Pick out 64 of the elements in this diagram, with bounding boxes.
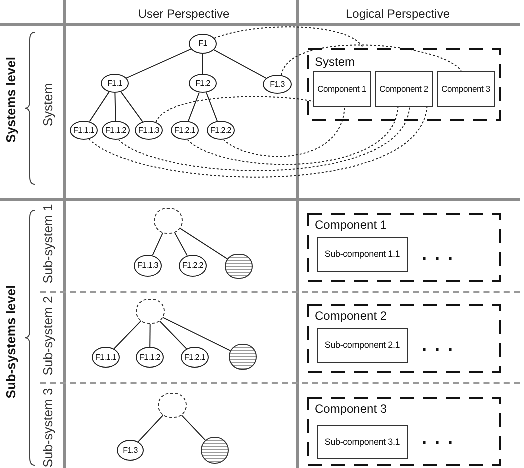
connector-line [138, 414, 164, 442]
connector-line [181, 414, 206, 442]
dotted-connector [281, 44, 462, 76]
function-ellipse: F1.2.1 [181, 347, 209, 368]
function-ellipse: F1.2.2 [207, 121, 235, 140]
dashed-frame [307, 304, 501, 373]
function-ellipse: F1.1.3 [134, 255, 162, 277]
connector-line [174, 232, 188, 256]
ellipsis: ... [422, 429, 462, 447]
column-header: User Perspective [138, 8, 230, 20]
function-ellipse: F1.1.3 [135, 121, 163, 140]
dotted-connector [223, 106, 346, 158]
function-ellipse: F1.2 [189, 74, 217, 93]
group-title: Component 2 [315, 310, 388, 322]
connector-line [152, 232, 164, 256]
connector-line [126, 48, 192, 79]
component-box: Component 3 [437, 71, 495, 107]
function-ellipse: F1.1.1 [70, 121, 98, 140]
function-ellipse: F1.1.1 [92, 347, 120, 368]
connector-line [162, 317, 232, 352]
component-box: Component 2 [375, 71, 433, 107]
connector-line [180, 228, 228, 260]
function-ellipse: F1.1 [101, 74, 129, 93]
row-group-label: Sub-systems level [4, 285, 18, 399]
dotted-connector [214, 26, 364, 48]
connector-line [114, 320, 142, 350]
connector-line [206, 92, 218, 122]
row-group-label: Systems level [4, 57, 18, 143]
group-title: System [315, 56, 356, 68]
function-ellipse: F1.2.1 [171, 121, 199, 140]
group-title: Component 1 [315, 219, 388, 231]
connector-line [159, 320, 188, 350]
connector-line [188, 92, 200, 122]
connector-line [202, 54, 204, 74]
dashed-frame [307, 213, 501, 282]
ellipsis: ... [422, 245, 462, 263]
ellipsis: ... [422, 336, 462, 354]
sub-component-box: Sub-component 3.1 [317, 425, 408, 459]
row-label: Sub-system 2 [42, 296, 54, 376]
connector-line [114, 92, 116, 122]
dotted-connector [187, 106, 399, 166]
group-title: Component 3 [315, 403, 388, 415]
connector-line [89, 92, 110, 122]
dotted-connector [88, 106, 428, 178]
function-ellipse: F1.3 [117, 440, 144, 461]
function-ellipse: F1.3 [263, 75, 292, 94]
connector-line [150, 324, 151, 348]
function-ellipse: F1.2.2 [179, 255, 207, 277]
dashed-frame [307, 48, 501, 121]
connector-line [214, 50, 267, 79]
row-label: Sub-system 3 [42, 388, 54, 468]
dashed-frame [307, 397, 501, 466]
dotted-connector [118, 106, 410, 172]
sub-component-box: Sub-component 1.1 [317, 237, 408, 272]
row-label: System [42, 83, 54, 127]
function-ellipse: F1 [189, 34, 217, 54]
component-box: Component 1 [313, 71, 371, 107]
dotted-connector [156, 96, 314, 123]
sub-component-box: Sub-component 2.1 [317, 328, 408, 363]
row-label: Sub-system 1 [42, 204, 54, 284]
function-ellipse: F1.1.2 [136, 347, 164, 368]
column-header: Logical Perspective [346, 8, 450, 20]
function-ellipse: F1.1.2 [102, 121, 130, 140]
connector-line [120, 92, 144, 122]
